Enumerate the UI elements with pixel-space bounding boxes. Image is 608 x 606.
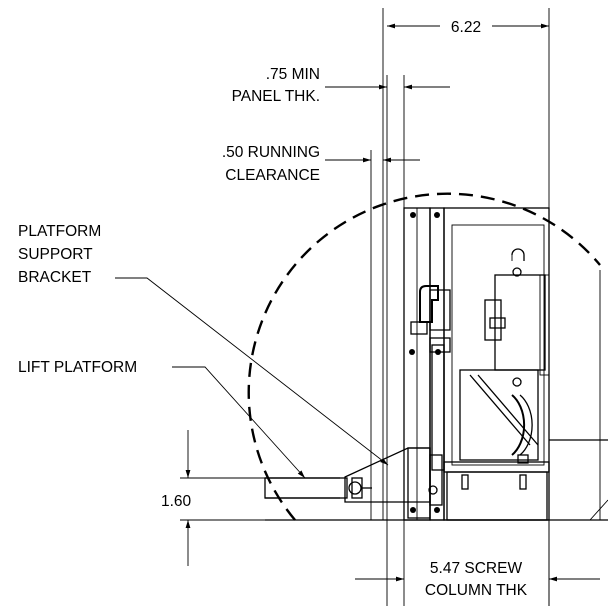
panel-thk-line-2: PANEL THK. — [232, 88, 320, 105]
dimension-panel-thickness: .75 MIN PANEL THK. — [232, 66, 450, 105]
screw-column-line-1: 5.47 SCREW — [430, 560, 523, 577]
bracket-label-line-3: BRACKET — [18, 269, 92, 286]
detail-circle — [247, 192, 601, 521]
dimension-screw-column: 5.47 SCREW COLUMN THK — [355, 520, 600, 606]
wall-assembly — [265, 8, 608, 606]
clearance-line-2: CLEARANCE — [225, 167, 320, 184]
callout-support-bracket: PLATFORM SUPPORT BRACKET — [18, 223, 389, 466]
panel-thk-line-1: .75 MIN — [266, 66, 320, 83]
dimension-overall-width: 6.22 — [387, 19, 549, 36]
dimension-running-clearance: .50 RUNNING CLEARANCE — [222, 144, 420, 184]
clearance-line-1: .50 RUNNING — [222, 144, 320, 161]
dimension-platform-height: 1.60 — [161, 430, 265, 566]
bracket-label-line-1: PLATFORM — [18, 223, 101, 240]
screw-column-line-2: COLUMN THK — [425, 582, 528, 599]
lift-platform — [264, 477, 348, 499]
dimension-6-22-label: 6.22 — [451, 19, 481, 36]
callout-lift-platform: LIFT PLATFORM — [18, 359, 306, 479]
dimension-1-60-label: 1.60 — [161, 493, 192, 510]
lift-platform-label: LIFT PLATFORM — [18, 359, 137, 376]
platform-bracket — [344, 447, 443, 519]
bracket-label-line-2: SUPPORT — [18, 246, 93, 263]
